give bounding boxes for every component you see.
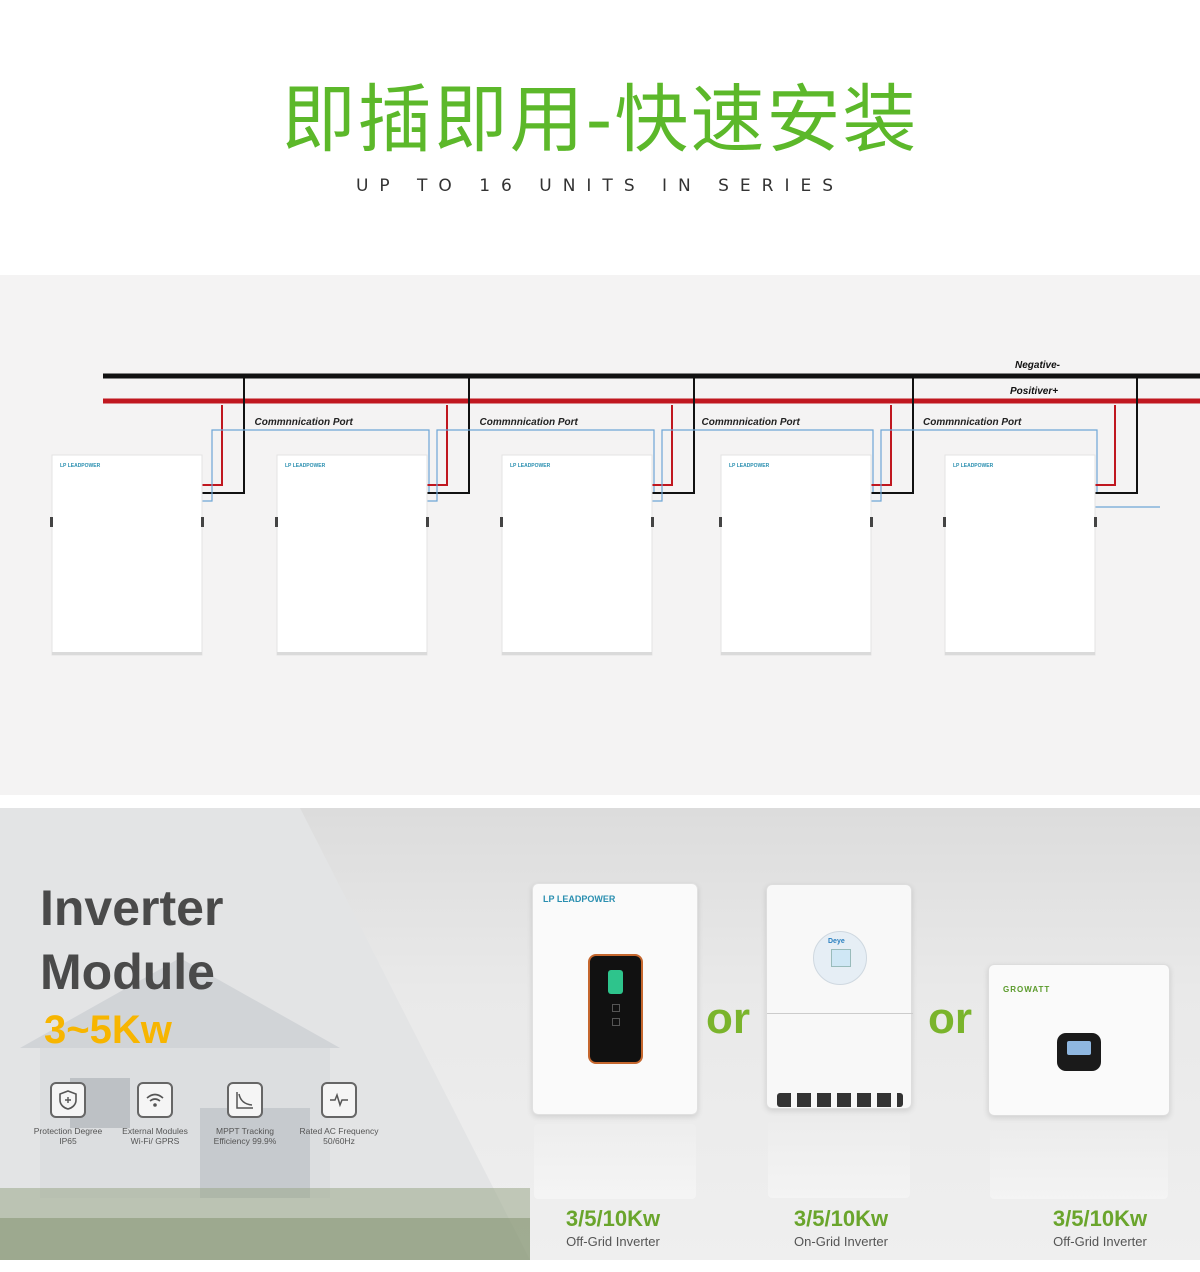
feature-label: Rated AC Frequency [299, 1126, 379, 1136]
product-brand: GROWATT [1003, 985, 1051, 994]
hero-section: 即插即用-快速安装 UP TO 16 UNITS IN SERIES [0, 0, 1200, 275]
product-brand: Deye [828, 938, 845, 945]
product-power: 3/5/10Kw [793, 1206, 889, 1231]
positive-wire [427, 405, 448, 486]
battery-handle [943, 517, 946, 527]
comm-port-label: Commnnication Port [255, 417, 354, 428]
battery-base [502, 652, 652, 655]
product-caption-1: 3/5/10Kw Off-Grid Inverter [513, 1206, 713, 1249]
product-type: On-Grid Inverter [794, 1234, 888, 1249]
waveform-icon [321, 1082, 357, 1118]
battery-handle [1094, 517, 1097, 527]
product-ongrid-deye-inverter: Deye [766, 884, 913, 1109]
power-rating: 3~5Kw [44, 1008, 172, 1052]
negative-label: Negative- [1015, 360, 1061, 371]
product-type: Off-Grid Inverter [566, 1234, 660, 1249]
product-brand: LP LEADPOWER [543, 894, 616, 904]
shield-icon [50, 1082, 86, 1118]
battery-brand-logo: LP LEADPOWER [953, 463, 994, 469]
battery-base [277, 652, 427, 655]
product-power: 3/5/10Kw [1052, 1206, 1148, 1231]
battery-unit [501, 454, 653, 656]
battery-handle [651, 517, 654, 527]
section-gap [0, 795, 1200, 808]
curve-chart-icon [227, 1082, 263, 1118]
battery-handle [201, 517, 204, 527]
battery-handle [500, 517, 503, 527]
battery-base [945, 652, 1095, 655]
house-background [0, 808, 530, 1260]
product-offgrid-lp-inverter: LP LEADPOWER [532, 883, 698, 1115]
comm-port-label: Commnnication Port [702, 417, 801, 428]
battery-brand-logo: LP LEADPOWER [60, 463, 101, 469]
inverter-display-panel: Deye [813, 931, 867, 985]
battery-units: Commnnication Port LP LEADPOWER Commnnicat… [50, 378, 1160, 656]
battery-base [52, 652, 202, 655]
positive-wire [202, 405, 223, 486]
feature-value: IP65 [59, 1136, 77, 1146]
comm-port-label: Commnnication Port [480, 417, 579, 428]
battery-handle [870, 517, 873, 527]
negative-wire [871, 378, 914, 494]
positive-label: Positiver+ [1010, 386, 1058, 397]
battery-unit [51, 454, 203, 656]
inverter-display-panel [588, 954, 643, 1064]
product-reflection [768, 1116, 910, 1198]
battery-handle [50, 517, 53, 527]
battery-handle [275, 517, 278, 527]
wifi-icon [137, 1082, 173, 1118]
product-reflection [990, 1124, 1168, 1199]
battery-brand-logo: LP LEADPOWER [729, 463, 770, 469]
battery-brand-logo: LP LEADPOWER [510, 463, 551, 469]
feature-value: 50/60Hz [323, 1136, 355, 1146]
product-offgrid-growatt-inverter: GROWATT [988, 964, 1170, 1116]
negative-wire [652, 378, 695, 494]
feature-value: Efficiency 99.9% [213, 1136, 277, 1146]
battery-base [721, 652, 871, 655]
battery-handle [719, 517, 722, 527]
negative-wire [427, 378, 470, 494]
feature-label: MPPT Tracking [216, 1126, 274, 1136]
wiring-svg: Negative- Positiver+ Commnnication PortL… [50, 360, 1200, 656]
inverter-display-panel [1057, 1033, 1101, 1071]
battery-brand-logo: LP LEADPOWER [285, 463, 326, 469]
product-caption-3: 3/5/10Kw Off-Grid Inverter [1000, 1206, 1200, 1249]
page-title: 即插即用-快速安装 [281, 77, 919, 163]
product-type: Off-Grid Inverter [1053, 1234, 1147, 1249]
inverter-title: Inverter Module [40, 876, 223, 1004]
comm-port-label: Commnnication Port [923, 417, 1022, 428]
product-reflection [534, 1124, 696, 1199]
battery-handle [426, 517, 429, 527]
page-subtitle: UP TO 16 UNITS IN SERIES [355, 176, 845, 196]
positive-wire [871, 405, 892, 486]
battery-unit [944, 454, 1096, 656]
title-line2: Module [40, 944, 215, 1000]
feature-label: Protection Degree [33, 1126, 103, 1136]
battery-unit [276, 454, 428, 656]
negative-wire [1095, 378, 1138, 494]
feature-label: External Modules [122, 1126, 188, 1136]
title-line1: Inverter [40, 880, 224, 936]
positive-wire [652, 405, 673, 486]
negative-wire [202, 378, 245, 494]
battery-unit [720, 454, 872, 656]
product-power: 3/5/10Kw [565, 1206, 661, 1231]
positive-wire [1095, 405, 1116, 486]
or-text-2: or [928, 994, 972, 1043]
or-text-1: or [706, 994, 750, 1043]
feature-value: Wi-Fi/ GPRS [130, 1136, 180, 1146]
product-caption-2: 3/5/10Kw On-Grid Inverter [741, 1206, 941, 1249]
